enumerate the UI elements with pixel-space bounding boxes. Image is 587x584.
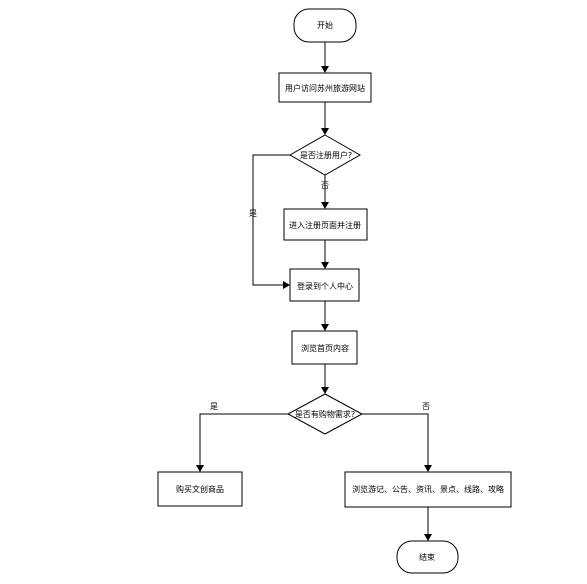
arrow-head — [424, 534, 432, 541]
arrow-head — [321, 324, 329, 331]
arrow-head — [321, 387, 329, 394]
nodes: 开始 用户访问苏州旅游网站 是否注册用户? 进入注册页面并注册 登录到个人中心 … — [157, 8, 512, 574]
edge-registered-yes — [252, 154, 290, 286]
node-start-label: 开始 — [317, 20, 333, 30]
node-end: 结束 — [396, 540, 459, 574]
edges — [196, 42, 432, 541]
edge-label-registered-no: 否 — [321, 181, 329, 190]
node-end-label: 结束 — [419, 552, 435, 562]
node-visit-label: 用户访问苏州旅游网站 — [285, 83, 365, 93]
edge-purchase-no — [362, 413, 429, 466]
node-start: 开始 — [293, 8, 357, 43]
node-buy: 购买文创商品 — [157, 471, 243, 507]
node-register-label: 进入注册页面并注册 — [289, 220, 361, 230]
decision-purchase-label: 是否有购物需求? — [295, 409, 355, 419]
arrow-head — [321, 66, 329, 73]
edge-label-purchase-no: 否 — [422, 402, 430, 411]
node-login: 登录到个人中心 — [289, 268, 360, 302]
edge-labels: 否 是 是 否 — [210, 181, 430, 411]
node-login-label: 登录到个人中心 — [297, 281, 353, 291]
node-browse-home-label: 浏览首页内容 — [301, 343, 349, 353]
node-register: 进入注册页面并注册 — [283, 208, 368, 241]
node-browse-home: 浏览首页内容 — [291, 330, 358, 365]
arrow-head — [196, 465, 204, 472]
edge-purchase-yes — [199, 413, 288, 466]
decision-registered-label: 是否注册用户? — [300, 150, 352, 160]
node-browse-info: 浏览游记、公告、资讯、景点、线路、攻略 — [344, 471, 512, 508]
decision-registered: 是否注册用户? — [288, 134, 362, 176]
decision-purchase: 是否有购物需求? — [286, 393, 364, 435]
arrow-head — [321, 262, 329, 269]
arrow-head — [283, 281, 290, 289]
arrow-head — [321, 128, 329, 135]
edge-label-purchase-yes: 是 — [210, 402, 218, 411]
arrow-head — [321, 202, 329, 209]
node-browse-info-label: 浏览游记、公告、资讯、景点、线路、攻略 — [352, 484, 504, 494]
node-buy-label: 购买文创商品 — [176, 484, 224, 494]
node-visit: 用户访问苏州旅游网站 — [278, 72, 372, 103]
edge-label-registered-yes: 是 — [249, 209, 257, 218]
arrow-head — [424, 465, 432, 472]
